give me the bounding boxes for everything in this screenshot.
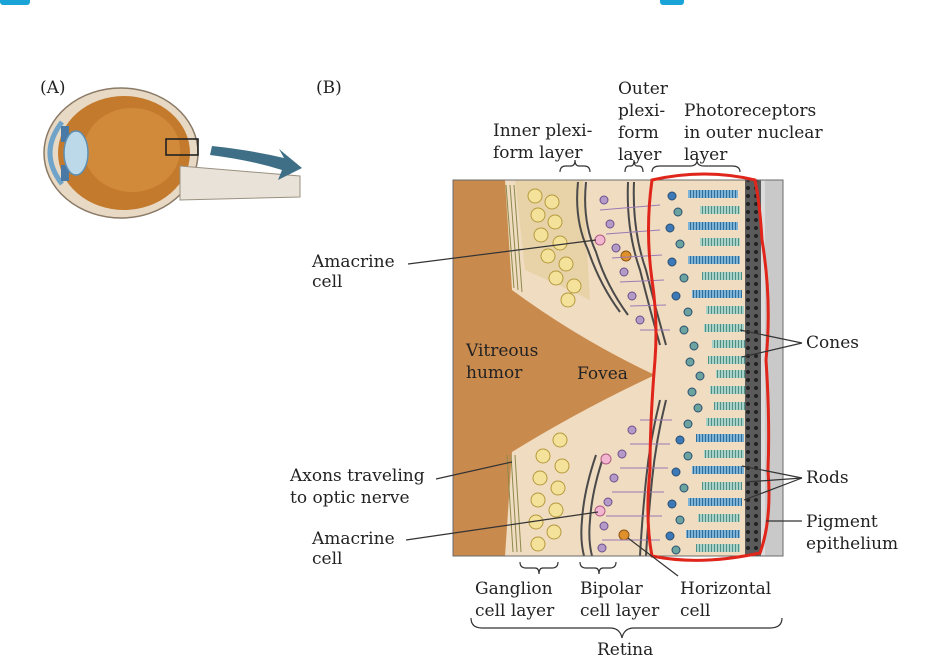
label-pigment-epithelium: Pigment epithelium xyxy=(806,512,899,554)
panel-label-a: (A) xyxy=(40,78,66,98)
label-inner-plexiform: Inner plexi- form layer xyxy=(493,121,593,163)
label-amacrine-bottom: Amacrine cell xyxy=(312,529,395,569)
label-axons: Axons traveling to optic nerve xyxy=(290,466,425,508)
leader-lines xyxy=(405,239,803,577)
title-bar-remnant xyxy=(0,0,938,12)
label-vitreous-humor: Vitreous humor xyxy=(466,341,539,383)
label-rods: Rods xyxy=(806,468,849,488)
label-horizontal-cell: Horizontal cell xyxy=(680,579,772,621)
layer-brackets-bottom xyxy=(470,561,783,639)
label-retina: Retina xyxy=(597,640,654,660)
label-bipolar-layer: Bipolar cell layer xyxy=(580,579,660,621)
label-ganglion-layer: Ganglion cell layer xyxy=(475,579,555,621)
label-cones: Cones xyxy=(806,333,859,353)
layer-brackets-top xyxy=(559,159,741,173)
label-amacrine-top: Amacrine cell xyxy=(312,252,395,292)
panel-label-b: (B) xyxy=(316,78,342,98)
zoom-arrow xyxy=(210,146,302,180)
label-fovea: Fovea xyxy=(577,364,628,384)
retina-region-box xyxy=(165,138,199,156)
eyeball-illustration xyxy=(43,87,301,219)
label-outer-plexiform: Outer plexi- form layer xyxy=(618,79,668,165)
annotation-outline xyxy=(646,172,771,562)
label-photoreceptors: Photoreceptors in outer nuclear layer xyxy=(684,101,823,165)
retina-cross-section xyxy=(453,180,783,556)
